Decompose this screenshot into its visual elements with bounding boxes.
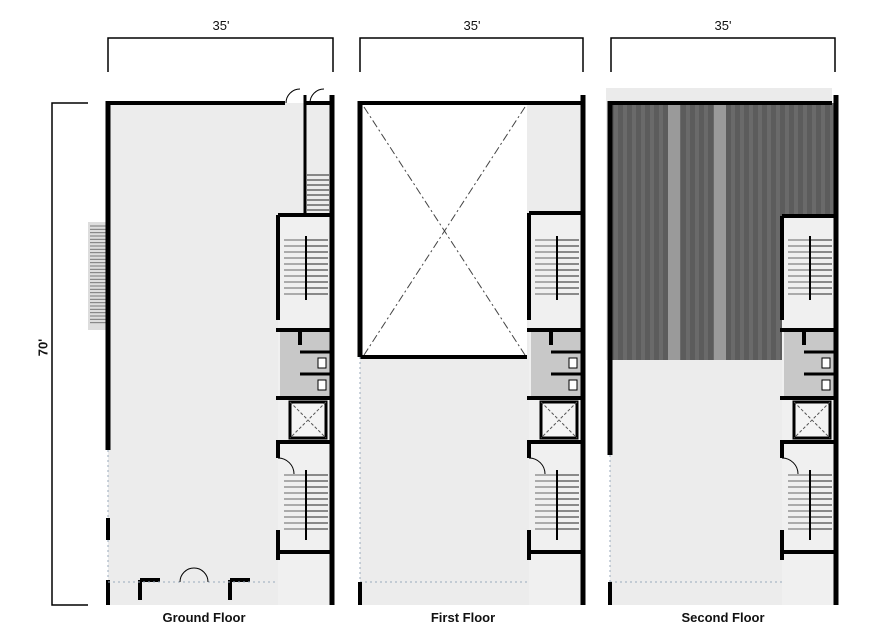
width-dimension-line bbox=[107, 37, 334, 72]
width-dimension-second: 35' bbox=[714, 18, 732, 33]
second-floor-plan bbox=[606, 88, 839, 605]
roof-rib bbox=[659, 103, 663, 360]
width-dimension-ground: 35' bbox=[212, 18, 230, 33]
door-swing bbox=[277, 457, 295, 475]
lift-cross-icon bbox=[289, 401, 327, 439]
roof-rib bbox=[641, 103, 645, 360]
roof-rib bbox=[623, 103, 627, 360]
depth-dimension: 70' bbox=[35, 338, 51, 357]
width-dimension-line bbox=[359, 37, 584, 72]
first-floor-label: First Floor bbox=[430, 610, 496, 625]
dimension-bracket bbox=[51, 102, 88, 606]
ground-floor-label: Ground Floor bbox=[162, 610, 246, 625]
roof-rib bbox=[758, 103, 762, 360]
width-dimension-first: 35' bbox=[463, 18, 481, 33]
roof-rib bbox=[749, 103, 753, 360]
roof-rib bbox=[632, 103, 636, 360]
toilet-icon bbox=[568, 357, 578, 369]
toilet-icon bbox=[821, 379, 831, 391]
roof-skylight bbox=[668, 103, 680, 360]
lift-cross-icon bbox=[540, 401, 578, 439]
lift-cross-icon bbox=[793, 401, 831, 439]
toilet-icon bbox=[317, 357, 327, 369]
toilet-icon bbox=[568, 379, 578, 391]
roof-skylight bbox=[714, 103, 726, 360]
roof-rib bbox=[614, 103, 618, 360]
dimension-bracket bbox=[359, 37, 584, 72]
door-swing bbox=[528, 457, 546, 475]
roof-rib bbox=[695, 103, 699, 360]
roof-rib bbox=[767, 103, 771, 360]
roof-rib bbox=[686, 103, 690, 360]
toilet-icon bbox=[821, 357, 831, 369]
door-swing bbox=[781, 457, 799, 475]
depth-dimension-line bbox=[51, 102, 88, 606]
first-floor-plan bbox=[357, 95, 586, 605]
roof-rib bbox=[704, 103, 708, 360]
roof-rib bbox=[776, 103, 780, 360]
dimension-bracket bbox=[610, 37, 836, 72]
roof-rib bbox=[650, 103, 654, 360]
width-dimension-line bbox=[610, 37, 836, 72]
second-floor-label: Second Floor bbox=[681, 610, 765, 625]
roof-rib bbox=[740, 103, 744, 360]
toilet-icon bbox=[317, 379, 327, 391]
dimension-bracket bbox=[107, 37, 334, 72]
void-cross bbox=[363, 106, 526, 356]
entrance-door bbox=[179, 567, 209, 583]
roof-rib bbox=[731, 103, 735, 360]
ground-floor-plan bbox=[88, 88, 335, 605]
